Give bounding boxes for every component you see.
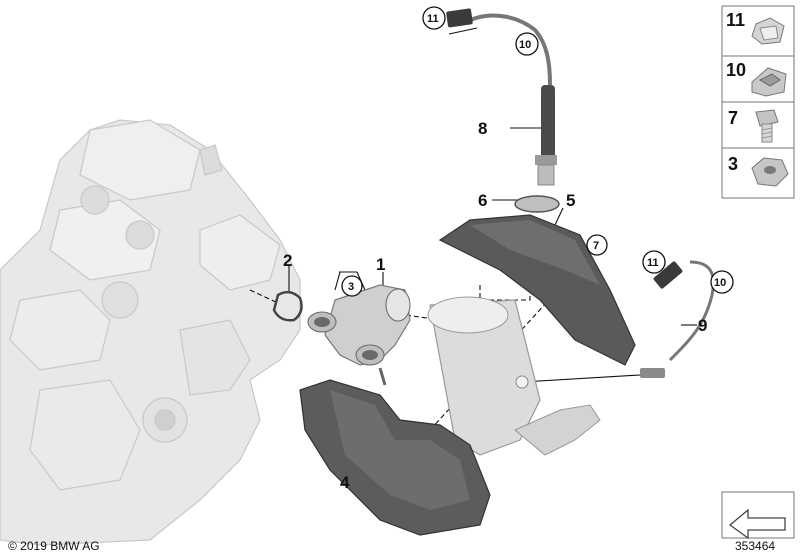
arrow-icon	[728, 508, 786, 540]
callout-3: 3	[348, 281, 354, 293]
manifold-elbow-1	[307, 284, 411, 386]
callout-9: 9	[698, 316, 707, 335]
callout-11-lower: 11	[647, 257, 659, 269]
legend-num-1: 10	[726, 60, 746, 80]
legend-num-0: 11	[726, 10, 745, 30]
callout-7: 7	[593, 240, 599, 252]
nut-icon	[751, 157, 789, 187]
image-number: 353464	[735, 539, 776, 553]
callout-2: 2	[283, 251, 292, 270]
oxygen-sensor-upper	[446, 8, 557, 186]
callout-1: 1	[376, 255, 385, 274]
callout-10-upper: 10	[519, 39, 531, 51]
copyright-text: © 2019 BMW AG	[8, 539, 100, 553]
callout-8: 8	[478, 119, 487, 138]
bracket-clip-icon	[751, 67, 787, 97]
legend-num-3: 3	[728, 154, 738, 174]
callout-6: 6	[478, 191, 487, 210]
callout-10-lower: 10	[714, 277, 726, 289]
bolt-icon	[755, 109, 779, 143]
callout-11-upper: 11	[427, 13, 439, 25]
clip-icon	[751, 17, 785, 45]
seal-ring-2	[272, 290, 303, 322]
heat-shield-5-face	[470, 220, 600, 285]
callout-5: 5	[566, 191, 575, 210]
engine-block	[0, 119, 301, 546]
view-arrow-box	[721, 491, 795, 540]
heat-shield-4-face	[330, 390, 470, 510]
heat-shield-5	[438, 214, 636, 366]
oxygen-sensor-lower	[640, 260, 715, 378]
legend-num-2: 7	[728, 108, 738, 128]
callout-4: 4	[340, 473, 350, 492]
gasket-6	[514, 195, 560, 213]
legend-panel: 11 10 7 3	[721, 5, 795, 199]
